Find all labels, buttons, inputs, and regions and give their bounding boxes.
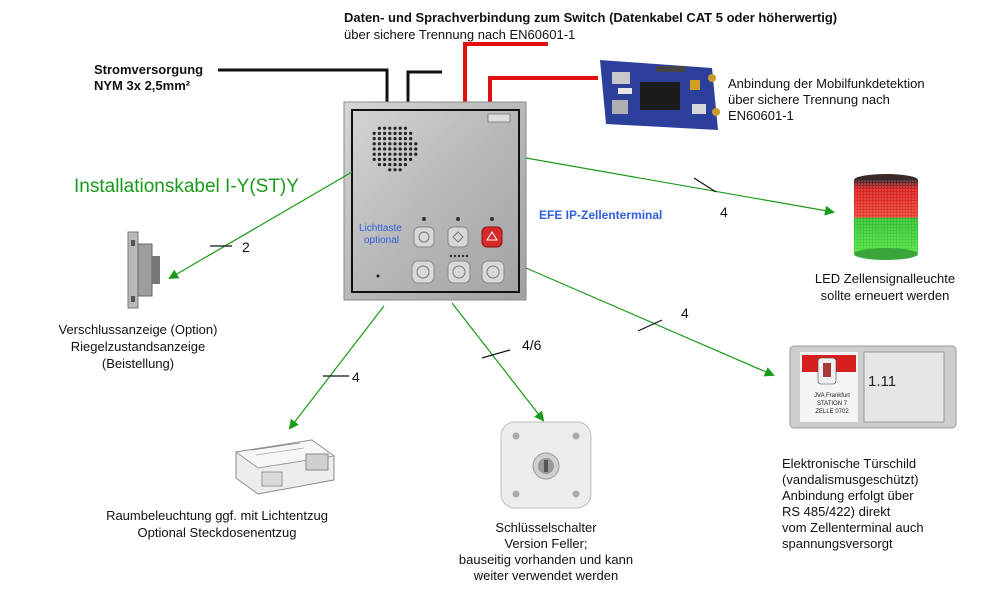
tuerschild-label-4: RS 485/422) direkt: [782, 504, 891, 519]
daten-subtitle: über sichere Trennung nach EN60601-1: [344, 27, 576, 42]
door-sign: [789, 345, 957, 429]
door-sign-value: 1.11: [868, 373, 897, 390]
verschluss-label-3: (Beistellung): [101, 356, 175, 371]
tuerschild-label-6: spannungsversorgt: [782, 536, 893, 551]
raum-label-2: Optional Steckdosenentzug: [137, 525, 297, 540]
door-sign-text: JVA Frankfurt STATION 7 ZELLE 0702: [806, 392, 858, 416]
installationskabel-label: Installationskabel I-Y(ST)Y: [74, 176, 299, 197]
raum-label-1: Raumbeleuchtung ggf. mit Lichtentzug: [106, 508, 328, 523]
wire-count-tuerschild: 4: [681, 305, 689, 321]
schluessel-label-2: Version Feller;: [504, 536, 588, 551]
tuerschild-label-5: vom Zellenterminal auch: [782, 520, 924, 535]
door-sign-line-1: JVA Frankfurt: [814, 393, 850, 399]
schluessel-label-4: weiter verwendet werden: [473, 568, 619, 583]
schluessel-label-1: Schlüsselschalter: [495, 520, 597, 535]
arrow-to-led: [525, 157, 835, 216]
mobilfunk-label-1: Anbindung der Mobilfunkdetektion: [728, 76, 925, 91]
wire-count-led: 4: [720, 204, 728, 220]
wire-ticks: [210, 177, 717, 377]
lichttaste-line-1: Lichttaste: [359, 223, 402, 234]
led-label-2: sollte erneuert werden: [820, 288, 950, 303]
door-sign-line-2: STATION 7: [816, 401, 848, 407]
tuerschild-label-1: Elektronische Türschild: [782, 456, 917, 471]
led-signal-lamp: [854, 174, 918, 260]
power-cables: [218, 68, 442, 104]
arrow-to-tuerschild: [525, 267, 775, 377]
wire-count-schluessel: 4/6: [522, 337, 542, 353]
mobilfunk-board: [600, 60, 720, 130]
tuerschild-label-2: (vandalismusgeschützt): [782, 472, 919, 487]
connection-arrows: [168, 157, 835, 430]
daten-title: Daten- und Sprachverbindung zum Switch (…: [344, 10, 838, 25]
arrow-to-schluessel: [451, 302, 545, 422]
terminal-label: EFE IP-Zellenterminal: [539, 208, 663, 222]
arrow-to-verschluss: [168, 171, 353, 280]
mobilfunk-label-3: EN60601-1: [728, 108, 794, 123]
tuerschild-label-3: Anbindung erfolgt über: [782, 488, 914, 503]
led-label-1: LED Zellensignalleuchte: [814, 271, 956, 286]
key-switch: [500, 421, 592, 509]
lichttaste-label: Lichttaste optional: [356, 223, 402, 247]
speaker-grille: [372, 126, 418, 172]
wire-count-raum: 4: [352, 369, 360, 385]
relay-box: [234, 439, 336, 495]
wire-count-verschluss: 2: [242, 239, 250, 255]
strom-label: Stromversorgung: [94, 62, 204, 77]
lichttaste-line-2: optional: [364, 235, 400, 246]
door-strike: [127, 231, 160, 309]
door-sign-line-3: ZELLE 0702: [815, 409, 849, 415]
strom-cable-label: NYM 3x 2,5mm²: [94, 78, 191, 93]
schluessel-label-3: bauseitig vorhanden und kann: [458, 552, 634, 567]
arrow-to-raum: [288, 305, 385, 430]
mobilfunk-label-2: über sichere Trennung nach: [728, 92, 890, 107]
efe-terminal: [343, 101, 527, 301]
verschluss-label-1: Verschlussanzeige (Option): [58, 322, 218, 337]
data-cables: [463, 42, 598, 104]
verschluss-label-2: Riegelzustandsanzeige: [70, 339, 206, 354]
